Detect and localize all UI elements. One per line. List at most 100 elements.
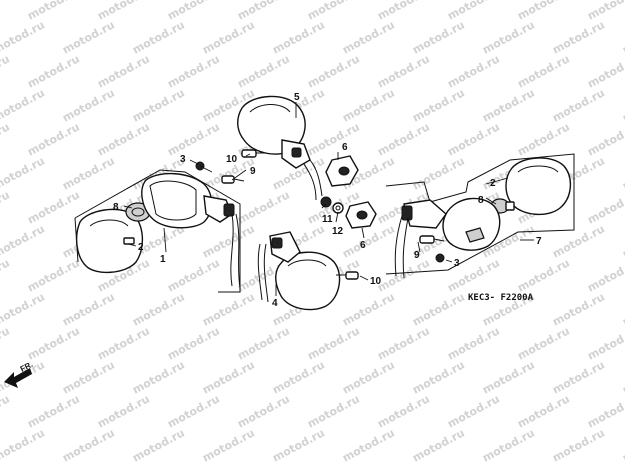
- watermark-text: motod.ru: [620, 154, 625, 192]
- watermark-text: motod.ru: [305, 120, 362, 158]
- lower-wire-b: [263, 243, 269, 303]
- watermark-text: motod.ru: [165, 120, 222, 158]
- watermark-text: motod.ru: [60, 154, 117, 192]
- callout-2-right: 2: [490, 178, 496, 189]
- left-socket-2: [123, 237, 135, 245]
- callout-6-lower: 6: [360, 240, 366, 251]
- watermark-text: motod.ru: [340, 86, 397, 124]
- watermark-text: motod.ru: [165, 0, 222, 23]
- watermark-text: motod.ru: [445, 0, 502, 23]
- watermark-text: motod.ru: [620, 86, 625, 124]
- watermark-text: motod.ru: [235, 392, 292, 430]
- right-stalk-nut: [401, 205, 413, 221]
- watermark-text: motod.ru: [60, 426, 117, 464]
- watermark-text: motod.ru: [200, 358, 257, 396]
- watermark-text: motod.ru: [165, 256, 222, 294]
- watermark-text: motod.ru: [60, 86, 117, 124]
- watermark-text: motod.ru: [95, 52, 152, 90]
- watermark-text: motod.ru: [480, 426, 537, 464]
- right-group-outline: [385, 153, 575, 275]
- watermark-text: motod.ru: [515, 392, 572, 430]
- watermark-text: motod.ru: [130, 18, 187, 56]
- watermark-text: motod.ru: [585, 392, 625, 430]
- watermark-text: motod.ru: [515, 52, 572, 90]
- watermark-text: motod.ru: [515, 256, 572, 294]
- right-wire-b: [402, 217, 409, 279]
- watermark-text: motod.ru: [60, 358, 117, 396]
- watermark-text: motod.ru: [0, 0, 12, 23]
- watermark-text: motod.ru: [410, 426, 467, 464]
- watermark-text: motod.ru: [550, 290, 607, 328]
- watermark-text: motod.ru: [0, 324, 12, 362]
- right-stalk: [403, 199, 447, 229]
- watermark-text: motod.ru: [585, 120, 625, 158]
- watermark-text: motod.ru: [235, 52, 292, 90]
- watermark-text: motod.ru: [375, 0, 432, 23]
- watermark-text: motod.ru: [0, 222, 47, 260]
- left-stalk-nut: [223, 203, 235, 217]
- watermark-text: motod.ru: [270, 18, 327, 56]
- screw-9-left: [221, 175, 245, 184]
- watermark-text: motod.ru: [25, 188, 82, 226]
- watermark-text: motod.ru: [25, 324, 82, 362]
- watermark-text: motod.ru: [25, 0, 82, 23]
- callout-10-lower: 10: [370, 276, 382, 287]
- upper-rear-nut: [291, 147, 302, 158]
- watermark-text: motod.ru: [95, 392, 152, 430]
- watermark-text: motod.ru: [550, 86, 607, 124]
- watermark-text: motod.ru: [445, 120, 502, 158]
- watermark-text: motod.ru: [480, 358, 537, 396]
- watermark-text: motod.ru: [445, 392, 502, 430]
- lower-lens-highlight: [287, 259, 327, 267]
- watermark-text: motod.ru: [480, 18, 537, 56]
- watermark-text: motod.ru: [620, 426, 625, 464]
- watermark-text: motod.ru: [340, 222, 397, 260]
- left-housing: [141, 172, 213, 229]
- watermark-text: motod.ru: [165, 324, 222, 362]
- left-housing-rim: [149, 180, 197, 221]
- watermark-text: motod.ru: [410, 358, 467, 396]
- lower-wire-a: [257, 243, 263, 301]
- watermark-text: motod.ru: [0, 86, 47, 124]
- watermark-text: motod.ru: [305, 392, 362, 430]
- watermark-text: motod.ru: [165, 52, 222, 90]
- watermark-text: motod.ru: [620, 222, 625, 260]
- watermark-text: motod.ru: [305, 52, 362, 90]
- watermark-text: motod.ru: [200, 426, 257, 464]
- watermark-text: motod.ru: [410, 86, 467, 124]
- callout-labels: 1 2 2 3 3 4 5 6 6 7 8 8 9 9 10 10 11 12: [113, 92, 542, 309]
- watermark-text: motod.ru: [95, 0, 152, 23]
- watermark-text: motod.ru: [0, 392, 12, 430]
- watermark-text: motod.ru: [410, 18, 467, 56]
- watermark-text: motod.ru: [0, 256, 12, 294]
- leader-lines: [123, 102, 534, 296]
- watermark-text: motod.ru: [375, 324, 432, 362]
- watermark-text: motod.ru: [550, 18, 607, 56]
- callout-3-right: 3: [454, 258, 460, 269]
- left-front-lens: [75, 208, 143, 273]
- callout-5: 5: [294, 92, 300, 103]
- callout-9-right: 9: [414, 250, 420, 261]
- watermark-text: motod.ru: [200, 18, 257, 56]
- callout-9-left: 9: [250, 166, 256, 177]
- front-direction-indicator: FR.: [4, 360, 34, 388]
- watermark-text: motod.ru: [165, 392, 222, 430]
- watermark-text: motod.ru: [235, 0, 292, 23]
- watermark-text: motod.ru: [550, 358, 607, 396]
- watermark-text: motod.ru: [620, 358, 625, 396]
- upper-wire-b: [303, 163, 317, 201]
- callout-4: 4: [272, 298, 278, 309]
- right-housing: [442, 197, 501, 251]
- right-rear-lens: [505, 157, 571, 215]
- watermark-text: motod.ru: [60, 18, 117, 56]
- watermark-text: motod.ru: [550, 426, 607, 464]
- callout-6-upper: 6: [342, 142, 348, 153]
- watermark-text: motod.ru: [340, 358, 397, 396]
- watermark-text: motod.ru: [620, 290, 625, 328]
- watermark-text: motod.ru: [235, 188, 292, 226]
- screw-10-lower: [336, 271, 359, 280]
- callout-12: 12: [332, 226, 344, 237]
- watermark-text: motod.ru: [235, 324, 292, 362]
- watermark-text: motod.ru: [445, 324, 502, 362]
